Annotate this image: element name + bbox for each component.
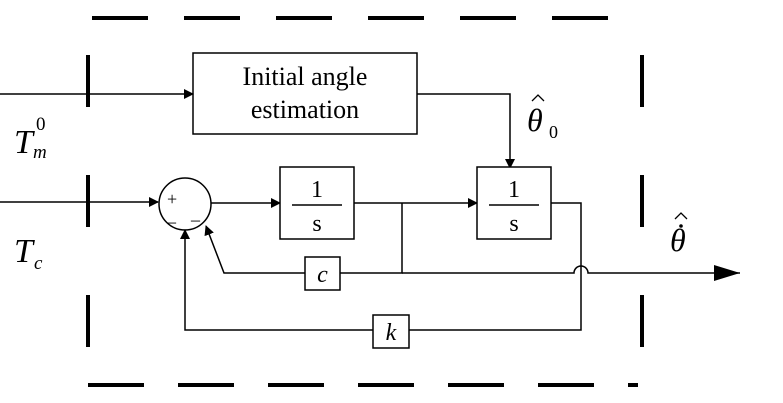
output-hat-accent <box>674 212 688 220</box>
tm0-label: T m 0 <box>14 114 47 163</box>
output-theta-label: θ <box>670 212 688 258</box>
output-dot-accent <box>679 224 683 228</box>
integrator2-numerator: 1 <box>508 177 520 203</box>
tc-base: T <box>14 233 35 270</box>
integrator1-denominator: s <box>312 211 321 237</box>
integrator2-block: 1 s <box>476 166 552 240</box>
gain-k-block: k <box>372 314 410 349</box>
initial-angle-estimation-block: Initial angle estimation <box>192 52 418 135</box>
tc-subscript: c <box>34 253 43 274</box>
c-feedback-line-left <box>204 225 305 274</box>
integrator1-numerator: 1 <box>311 177 323 203</box>
output-theta-base: θ <box>670 222 686 258</box>
integrator1-block: 1 s <box>279 166 355 240</box>
estimation-label-line2: estimation <box>251 95 359 124</box>
velocity-output-line <box>402 265 740 281</box>
theta0-hat-label: θ 0 <box>527 94 558 142</box>
minus-sign-bottom: _ <box>166 205 177 225</box>
plus-sign: + <box>167 189 177 209</box>
gain-c-block: c <box>304 256 341 291</box>
gain-k-label: k <box>386 320 397 346</box>
integrator2-denominator: s <box>509 211 518 237</box>
minus-sign-right: _ <box>190 203 201 223</box>
tm-superscript: 0 <box>36 114 46 135</box>
dashed-boundary <box>86 16 644 387</box>
summing-junction: + _ _ <box>158 177 212 231</box>
theta0-signal-line <box>417 93 515 169</box>
k-feedback-line-left <box>180 229 373 331</box>
tm-subscript: m <box>33 142 47 163</box>
gain-c-label: c <box>317 262 328 288</box>
theta0-subscript: 0 <box>549 122 558 142</box>
estimation-label-line1: Initial angle <box>243 62 368 91</box>
theta0-base: θ <box>527 102 543 138</box>
k-feedback-line <box>409 202 582 331</box>
theta0-hat-accent <box>531 94 545 102</box>
tc-label: T c <box>14 233 43 274</box>
tm-base: T <box>14 124 35 161</box>
